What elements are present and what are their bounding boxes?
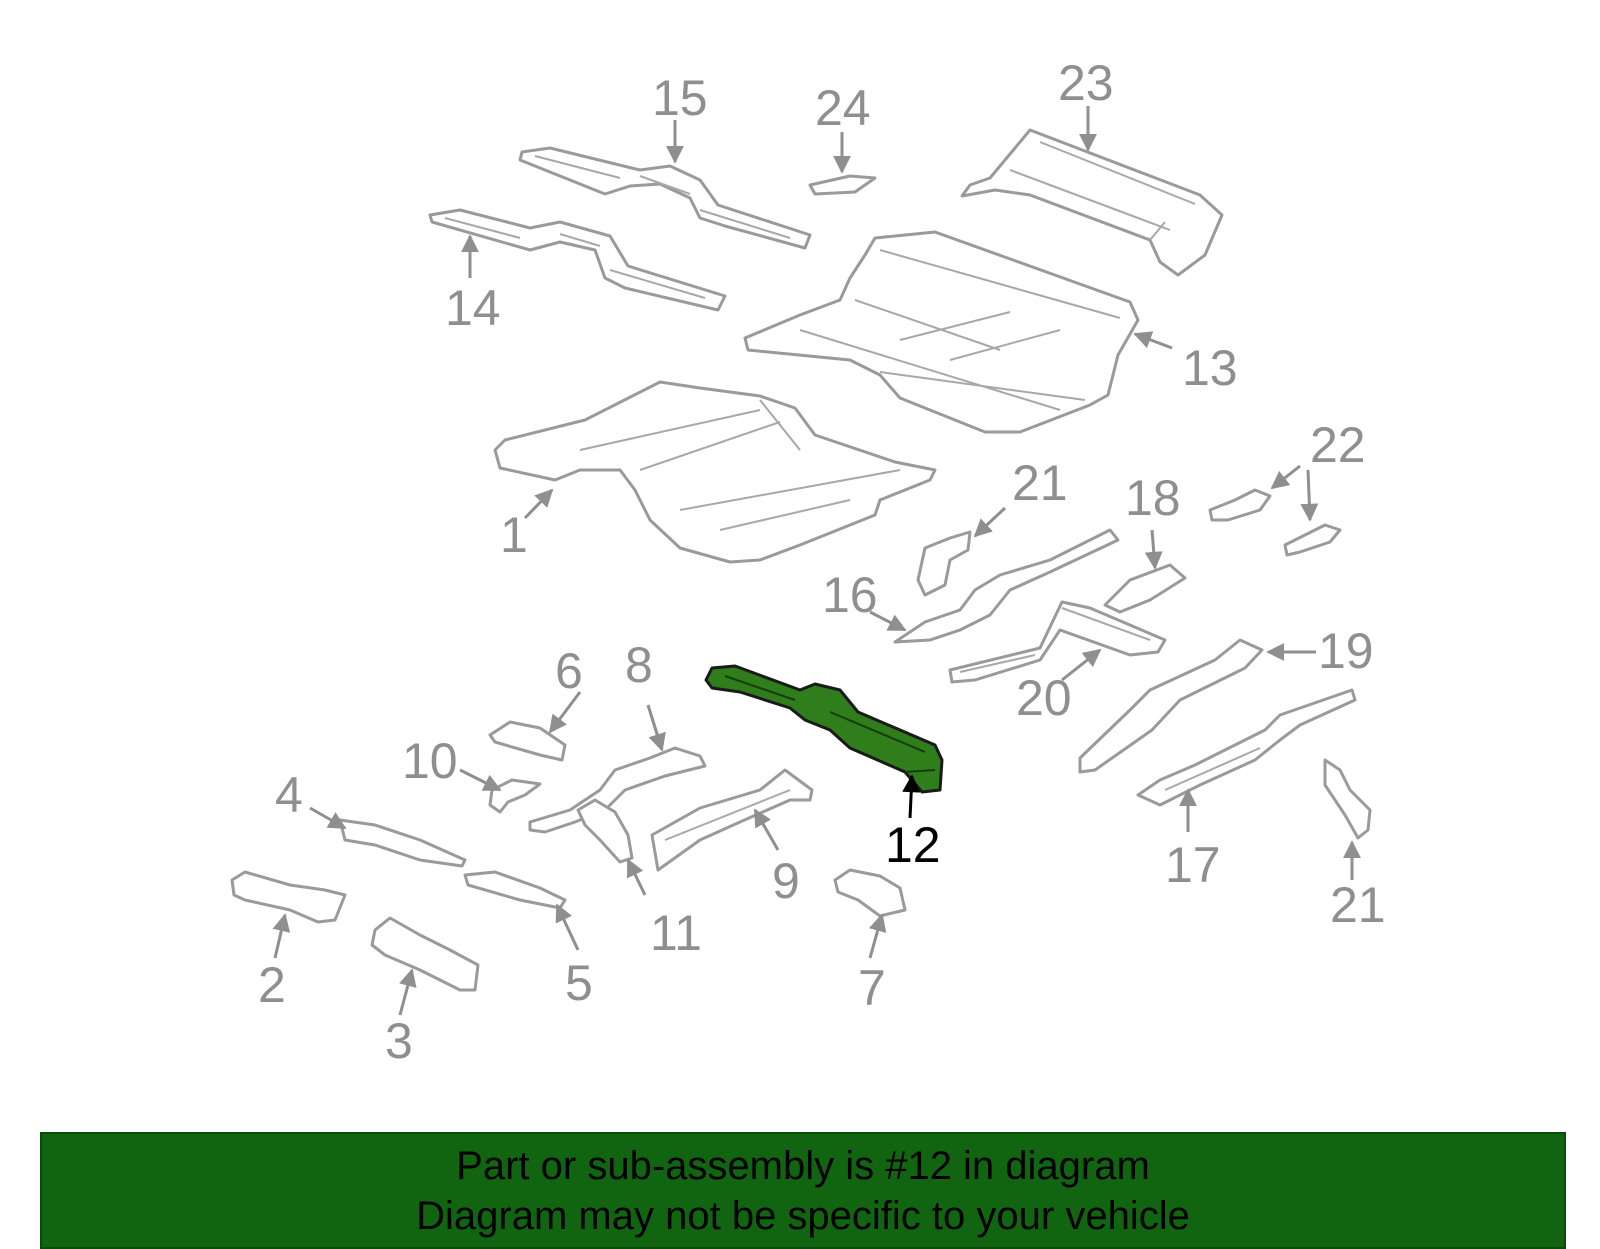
callout-2: 2 <box>258 957 286 1013</box>
banner-line-2: Diagram may not be specific to your vehi… <box>416 1193 1190 1238</box>
callout-4: 4 <box>275 767 303 823</box>
callout-7: 7 <box>858 960 886 1016</box>
part-21-bracket-upper[interactable] <box>916 530 972 597</box>
callout-8: 8 <box>625 637 653 693</box>
callout-17: 17 <box>1165 837 1221 893</box>
info-banner: Part or sub-assembly is #12 in diagram D… <box>40 1132 1566 1249</box>
part-11-bracket[interactable] <box>576 798 634 864</box>
callout-16: 16 <box>822 567 878 623</box>
part-14-crossmember[interactable] <box>428 208 727 312</box>
part-18-bracket[interactable] <box>1103 563 1187 614</box>
part-10-bracket[interactable] <box>488 778 542 814</box>
callout-24: 24 <box>815 80 871 136</box>
part-19-frame-rail[interactable] <box>1078 638 1264 774</box>
callout-22: 22 <box>1310 417 1366 473</box>
callout-10: 10 <box>402 733 458 789</box>
part-13-rear-floor-pan[interactable] <box>743 230 1140 434</box>
callout-23: 23 <box>1058 55 1114 111</box>
part-22-bracket-right[interactable] <box>1283 523 1342 557</box>
part-4-rail[interactable] <box>338 818 467 868</box>
banner-line-1: Part or sub-assembly is #12 in diagram <box>456 1143 1150 1188</box>
callout-21-upper: 21 <box>1012 455 1068 511</box>
callout-12: 12 <box>885 817 941 873</box>
part-20-crossmember[interactable] <box>948 600 1167 684</box>
part-2-bracket[interactable] <box>230 870 347 924</box>
part-6-bracket[interactable] <box>488 720 567 762</box>
callout-15: 15 <box>652 70 708 126</box>
part-17-frame-rail[interactable] <box>1136 688 1357 807</box>
part-22-bracket-left[interactable] <box>1208 488 1272 522</box>
part-16-rail[interactable] <box>893 528 1120 644</box>
callout-13: 13 <box>1182 340 1238 396</box>
part-12-crossmember-highlighted[interactable] <box>704 664 944 794</box>
callout-18: 18 <box>1125 470 1181 526</box>
callout-9: 9 <box>772 853 800 909</box>
callout-5: 5 <box>565 955 593 1011</box>
part-8-rail[interactable] <box>528 746 707 834</box>
callout-20: 20 <box>1016 670 1072 726</box>
callout-19: 19 <box>1318 623 1374 679</box>
part-21-bracket-lower[interactable] <box>1323 758 1372 840</box>
callout-14: 14 <box>445 280 501 336</box>
part-9-rail[interactable] <box>650 768 814 872</box>
callout-1: 1 <box>500 507 528 563</box>
callout-6: 6 <box>555 643 583 699</box>
part-7-bracket[interactable] <box>833 868 907 918</box>
part-24-bracket[interactable] <box>808 174 877 196</box>
part-3-bracket[interactable] <box>370 916 480 992</box>
leader-lines <box>272 106 1361 1016</box>
callout-21-lower: 21 <box>1330 877 1386 933</box>
callout-11: 11 <box>650 905 702 961</box>
part-15-crossmember[interactable] <box>518 146 812 250</box>
part-23-rear-panel[interactable] <box>960 128 1224 277</box>
part-12-body <box>704 664 944 794</box>
part-5-rail[interactable] <box>463 870 567 910</box>
part-1-front-floor-pan[interactable] <box>493 380 937 564</box>
callout-3: 3 <box>385 1013 413 1069</box>
